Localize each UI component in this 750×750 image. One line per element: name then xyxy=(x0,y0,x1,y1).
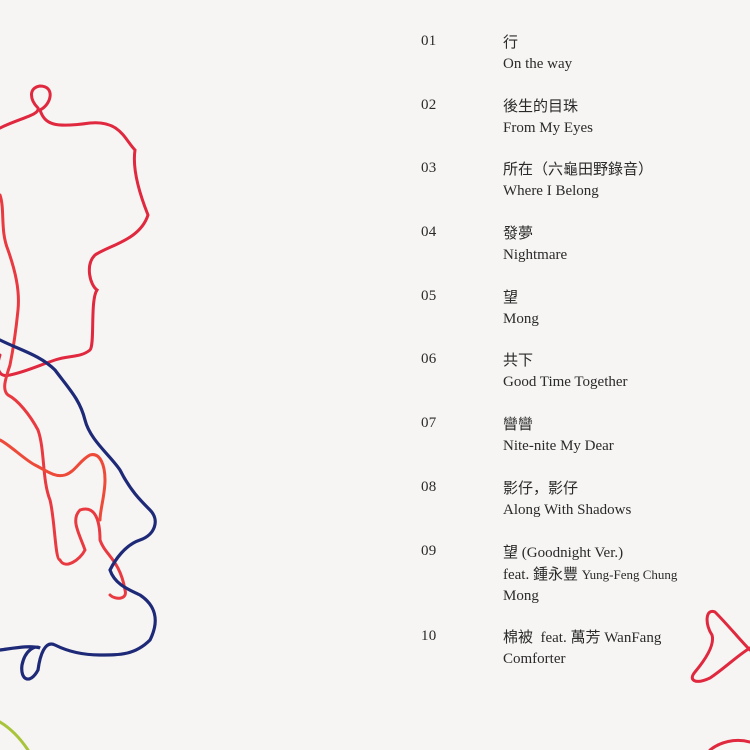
track-title-chinese: 矕矕 xyxy=(503,417,534,434)
track-title-chinese: 共下 xyxy=(503,353,534,370)
track-title-chinese: 望 xyxy=(503,289,519,306)
track-item: 05 望 Mong xyxy=(421,288,741,352)
track-title-english: Mong xyxy=(503,310,539,327)
red-yarn-strand xyxy=(0,84,150,378)
track-number: 07 xyxy=(421,415,437,432)
track-title-chinese: 發夢 xyxy=(503,226,534,243)
track-item: 08 影仔，影仔 Along With Shadows xyxy=(421,479,741,543)
track-item: 09 望 (Goodnight Ver.) feat. 鍾永豐 Yung-Fen… xyxy=(421,543,741,628)
track-item: 07 矕矕 Nite-nite My Dear xyxy=(421,415,741,479)
track-item: 06 共下 Good Time Together xyxy=(421,351,741,415)
track-title-english: Where I Belong xyxy=(503,183,599,200)
track-title-chinese: 行 xyxy=(503,35,519,51)
track-item: 10 棉被 feat. 萬芳 WanFang Comforter xyxy=(421,628,741,692)
track-number: 06 xyxy=(421,351,437,368)
track-number: 09 xyxy=(421,542,437,559)
track-title-english: Good Time Together xyxy=(503,374,628,391)
track-number: 10 xyxy=(421,627,437,644)
red-yarn-strand xyxy=(708,738,750,750)
track-item: 04 發夢 Nightmare xyxy=(421,224,741,288)
track-title-chinese: 望 (Goodnight Ver.) xyxy=(503,544,624,561)
track-title-english: From My Eyes xyxy=(503,119,593,136)
track-title-chinese: 棉被 feat. 萬芳 WanFang xyxy=(503,629,662,646)
track-title-english: Along With Shadows xyxy=(503,501,632,518)
track-number: 05 xyxy=(421,287,437,304)
track-title-english: Nite-nite My Dear xyxy=(503,438,614,455)
feat-prefix: feat. 鍾永豐 xyxy=(503,566,578,583)
track-featuring: feat. 鍾永豐 Yung-Feng Chung xyxy=(503,564,677,586)
track-number: 03 xyxy=(421,160,437,177)
track-title-english: Comforter xyxy=(503,650,566,667)
red-yarn-strand xyxy=(0,438,107,522)
track-title-chinese: 後生的目珠 xyxy=(503,98,579,115)
track-number: 02 xyxy=(421,96,437,113)
track-title-english: Nightmare xyxy=(503,247,568,264)
track-title-chinese: 影仔，影仔 xyxy=(503,480,579,497)
red-yarn-strand xyxy=(0,193,127,600)
track-item: 02 後生的目珠 From My Eyes xyxy=(421,97,741,161)
track-title-english: Mong xyxy=(503,587,539,604)
track-title-chinese: 所在（六龜田野錄音） xyxy=(503,162,654,179)
track-number: 01 xyxy=(421,33,437,49)
tracklist: 01 行 On the way 02 後生的目珠 From My Eyes 03… xyxy=(421,33,741,691)
navy-yarn-strand xyxy=(0,338,157,681)
track-item: 01 行 On the way xyxy=(421,33,741,97)
track-item: 03 所在（六龜田野錄音） Where I Belong xyxy=(421,160,741,224)
track-number: 08 xyxy=(421,478,437,495)
track-title-english: On the way xyxy=(503,56,573,72)
feat-name-english: Yung-Feng Chung xyxy=(581,566,678,582)
track-number: 04 xyxy=(421,224,437,241)
lime-yarn-strand xyxy=(0,720,30,750)
